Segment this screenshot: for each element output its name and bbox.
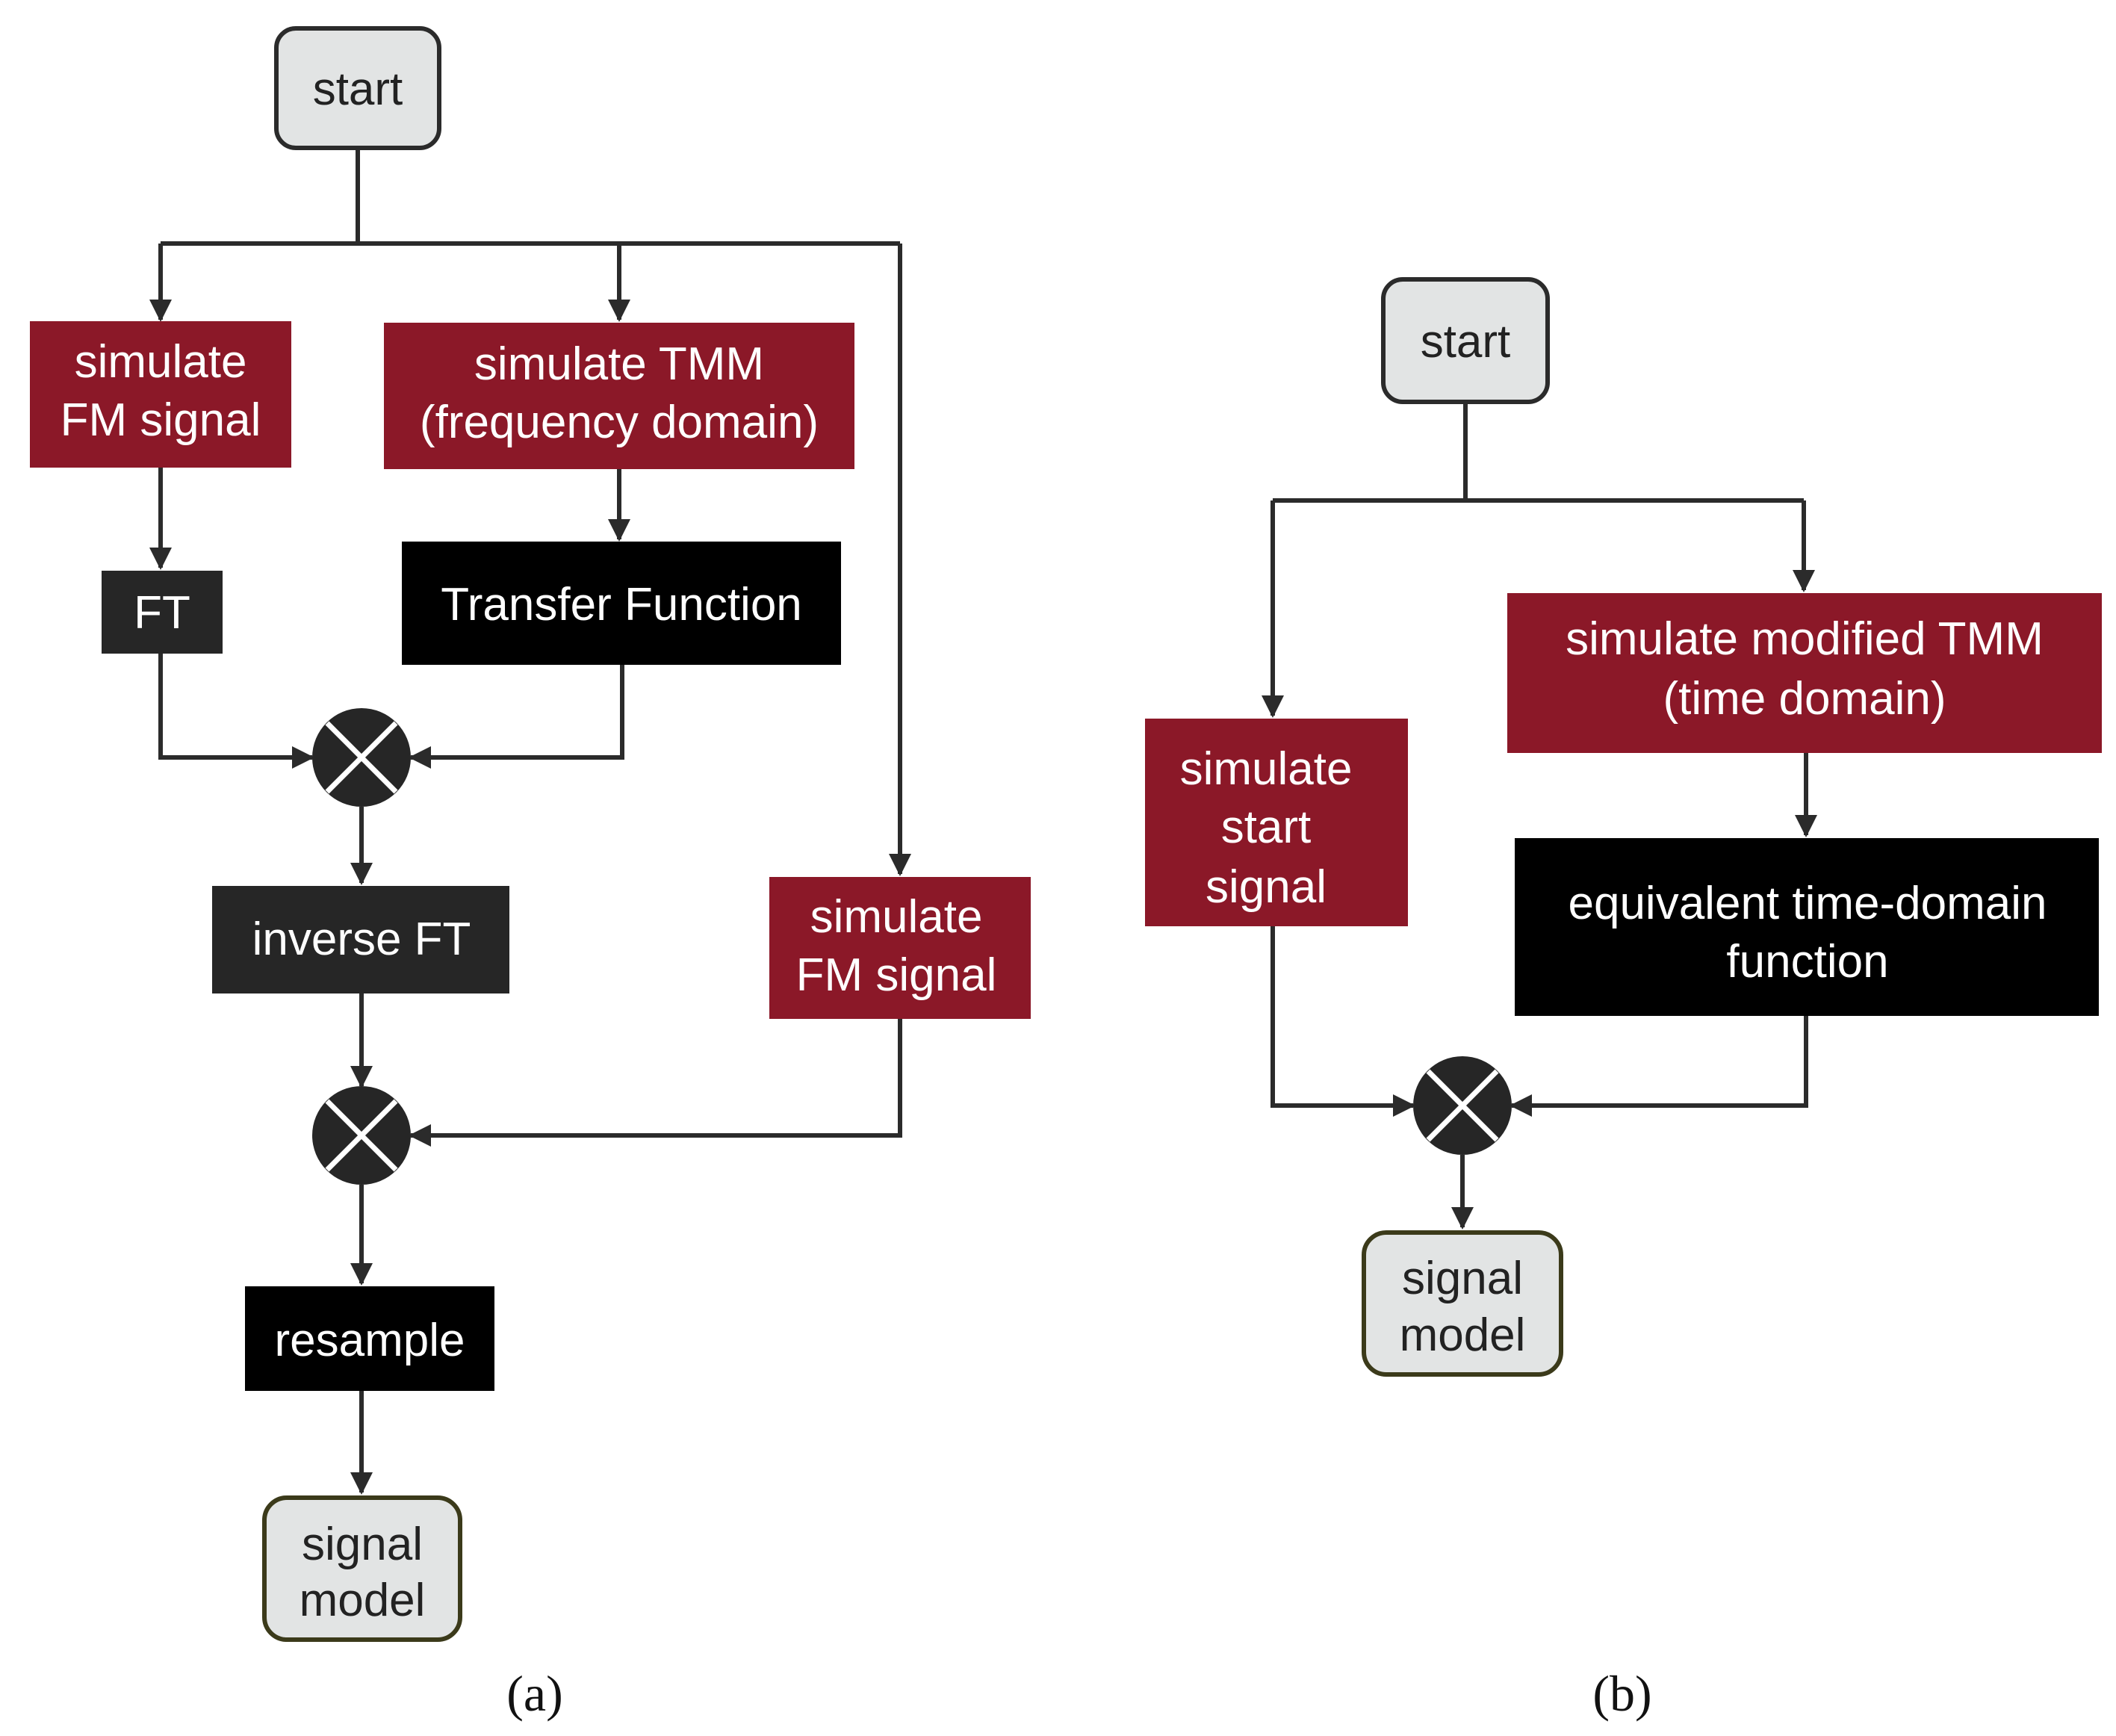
end-label-line-2: model (300, 1575, 426, 1626)
simulate-label-line-3: signal (1206, 861, 1327, 913)
inverse-ft-label: inverse FT (252, 914, 471, 965)
simulate-label-line-2: (frequency domain) (420, 397, 819, 448)
edge-equiv-to-mult (1510, 1016, 1808, 1117)
caption-b: (b) (1592, 1665, 1651, 1722)
equiv-label-line-2: function (1726, 936, 1888, 988)
edge-sim-fm-2-to-mult-2 (409, 1016, 902, 1147)
process-box (245, 1286, 494, 1391)
terminal-shape (262, 1495, 462, 1642)
terminal-shape (1362, 1230, 1563, 1377)
process-box (402, 542, 841, 665)
end-label-line-1: signal (1402, 1253, 1523, 1304)
simulate-label-line-2: start (1221, 802, 1312, 853)
process-box (212, 886, 509, 993)
simulate-box (1145, 719, 1408, 926)
node-a-multiplier-1 (312, 708, 411, 807)
node-a-start: start (274, 26, 441, 150)
simulate-label-line-1: simulate TMM (474, 338, 764, 390)
node-b-start: start (1381, 277, 1550, 404)
end-label-line-1: signal (302, 1519, 423, 1570)
terminal-shape (1381, 277, 1550, 404)
edge-ft-to-mult-1 (158, 654, 314, 769)
node-a-transfer-function: Transfer Function (402, 542, 841, 665)
simulate-label-line-1: simulate (810, 891, 983, 943)
simulate-label-line-1: simulate modified TMM (1566, 613, 2044, 665)
multiply-icon (325, 721, 398, 794)
node-a-ft: FT (102, 571, 223, 654)
node-b-simulate-start-signal: simulate start signal (1145, 719, 1408, 926)
node-a-multiplier-2 (312, 1086, 411, 1185)
resample-label: resample (275, 1315, 465, 1366)
simulate-label-line-2: FM signal (60, 394, 261, 446)
equiv-label-line-1: equivalent time-domain (1568, 878, 2047, 929)
end-label-line-2: model (1400, 1309, 1526, 1361)
diagram-b: start simulate start signal simulate mod… (1145, 277, 2102, 1722)
simulate-label-line-1: simulate (75, 336, 247, 388)
simulate-box (1507, 593, 2102, 753)
caption-a: (a) (506, 1665, 562, 1722)
node-b-equivalent-time-domain-function: equivalent time-domain function (1515, 838, 2099, 1016)
simulate-box (769, 877, 1031, 1019)
transfer-function-label: Transfer Function (441, 579, 802, 630)
start-label: start (1421, 316, 1511, 368)
terminal-shape (274, 26, 441, 150)
edge-tf-to-mult-1 (409, 665, 624, 769)
node-b-simulate-modified-tmm: simulate modified TMM (time domain) (1507, 593, 2102, 753)
simulate-label-line-1: simulate (1180, 743, 1353, 795)
process-box (102, 571, 223, 654)
edge-sim-start-to-mult (1270, 926, 1415, 1117)
diagram-a: start simulate FM signal simulate TMM (f… (30, 26, 1031, 1722)
multiply-icon (325, 1099, 398, 1172)
simulate-box (30, 321, 291, 468)
start-label: start (313, 63, 403, 115)
ft-label: FT (134, 587, 190, 639)
process-box (1515, 838, 2099, 1016)
node-b-signal-model: signal model (1362, 1230, 1563, 1377)
simulate-label-line-2: FM signal (796, 949, 997, 1001)
simulate-box (384, 323, 854, 469)
node-a-resample: resample (245, 1286, 494, 1391)
node-a-signal-model: signal model (262, 1495, 462, 1642)
diagram-b-edges (1262, 403, 1817, 1230)
node-a-simulate-tmm: simulate TMM (frequency domain) (384, 323, 854, 469)
node-a-inverse-ft: inverse FT (212, 886, 509, 993)
simulate-label-line-2: (time domain) (1663, 673, 1946, 725)
node-a-simulate-fm-signal-left: simulate FM signal (30, 321, 291, 468)
node-b-multiplier (1413, 1056, 1512, 1155)
multiply-icon (1426, 1069, 1499, 1142)
node-a-simulate-fm-signal-right: simulate FM signal (769, 877, 1031, 1019)
diagram-a-edges (149, 149, 911, 1495)
